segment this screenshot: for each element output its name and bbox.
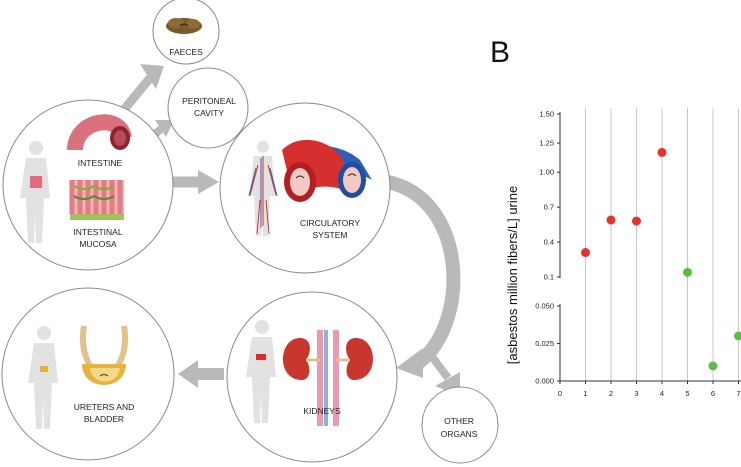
arrow-to-kidneys — [386, 175, 461, 371]
faeces-icon — [166, 18, 202, 34]
scatter-chart: 0.1 0.4 0.7 1.00 1.25 1.50 0.000 0.025 0.050 0 1 2 3… — [535, 108, 741, 398]
data-point — [734, 331, 741, 341]
data-point — [657, 147, 667, 157]
bladder-highlight-icon — [40, 366, 48, 372]
x-tick-label: 2 — [609, 389, 613, 398]
x-tick-label: 6 — [711, 389, 715, 398]
kidney-icon — [283, 330, 373, 426]
bladder-icon — [80, 325, 128, 385]
label-circulatory-2: SYSTEM — [313, 230, 348, 240]
x-tick-label: 5 — [685, 389, 689, 398]
y-tick-label: 0.4 — [544, 238, 554, 247]
x-tick-label: 3 — [634, 389, 638, 398]
arrow-to-other-organs — [426, 351, 452, 381]
arrow-to-peritoneal-head — [155, 120, 174, 137]
data-point — [708, 361, 718, 371]
y-tick-label: 0.025 — [535, 339, 554, 348]
label-kidneys: KIDNEYS — [303, 406, 341, 416]
data-point — [683, 267, 692, 277]
label-intestinal-mucosa-2: MUCOSA — [79, 239, 117, 249]
kidneys-body-icon — [246, 320, 276, 423]
label-peritoneal-1: PERITONEAL — [182, 96, 236, 106]
arrow-to-faeces-head — [140, 64, 164, 89]
label-intestinal-mucosa-1: INTESTINAL — [73, 227, 122, 237]
node-intestine: INTESTINE INTESTINAL MUCOSA — [2, 99, 174, 271]
data-point — [632, 216, 641, 226]
human-body-icon — [20, 141, 50, 243]
label-faeces: FAECES — [169, 47, 203, 57]
node-peritoneal-cavity: PERITONEAL CAVITY — [167, 67, 249, 149]
data-point — [581, 248, 590, 258]
kidney-highlight-icon — [256, 354, 266, 360]
node-ureters-bladder: URETERS AND BLADDER — [1, 287, 175, 461]
y-tick-label: 0.050 — [535, 302, 554, 311]
node-faeces: FAECES — [152, 0, 220, 65]
y-tick-label: 1.00 — [539, 168, 554, 177]
node-kidneys: KIDNEYS — [226, 291, 398, 463]
x-tick-label: 1 — [583, 389, 587, 398]
y-axis-label: [asbestos million fibers/L] urine — [505, 186, 520, 364]
intestinal-mucosa-icon — [69, 180, 124, 220]
bladder-body-icon — [28, 326, 58, 429]
label-peritoneal-2: CAVITY — [194, 108, 224, 118]
label-ureters-2: BLADDER — [84, 414, 124, 424]
node-other-organs: OTHER ORGANS — [421, 386, 499, 464]
y-tick-label: 0.7 — [544, 203, 554, 212]
intestine-icon — [67, 114, 132, 152]
data-point — [606, 215, 616, 225]
label-intestine: INTESTINE — [78, 158, 123, 168]
arrow-to-kidneys-head — [396, 348, 423, 378]
x-tick-label: 4 — [660, 389, 664, 398]
y-tick-label: 0.000 — [535, 377, 554, 386]
label-circulatory-1: CIRCULATORY — [300, 218, 360, 228]
arrow-to-ureters-head — [178, 360, 198, 388]
label-ureters-1: URETERS AND — [74, 402, 134, 412]
y-tick-label: 1.50 — [539, 110, 554, 119]
y-tick-label: 1.25 — [539, 139, 554, 148]
y-tick-label: 0.1 — [544, 273, 554, 282]
x-tick-label: 7 — [736, 389, 740, 398]
intestine-highlight-icon — [30, 176, 42, 188]
x-tick-label: 0 — [558, 389, 562, 398]
arrow-to-circulatory-head — [198, 170, 219, 194]
panel-label-b: B — [490, 36, 510, 69]
label-other-organs-1: OTHER — [444, 416, 474, 426]
node-circulatory-system: CIRCULATORY SYSTEM — [219, 102, 391, 274]
blood-vessel-icon — [282, 139, 372, 202]
arrow-to-faeces — [118, 75, 154, 115]
circulatory-body-icon — [248, 141, 278, 236]
label-other-organs-2: ORGANS — [441, 429, 478, 439]
